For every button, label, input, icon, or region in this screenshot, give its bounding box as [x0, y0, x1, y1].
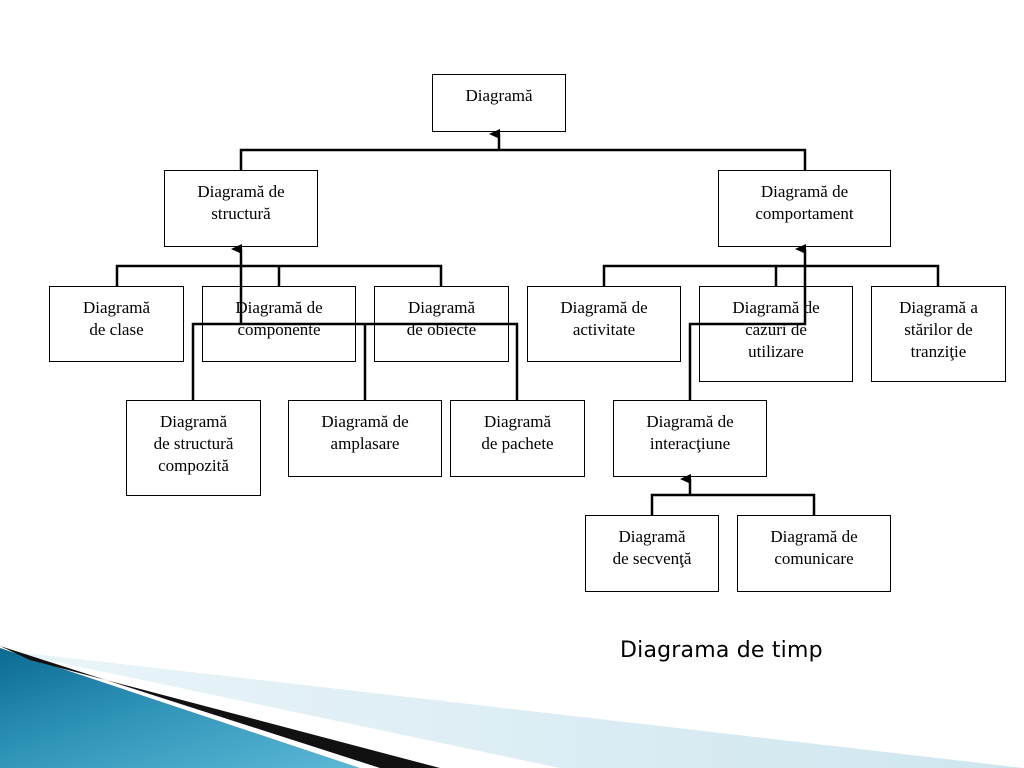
- node-interaction-diagram: Diagramă de interacţiune: [613, 400, 767, 477]
- node-diagram: Diagramă: [432, 74, 566, 132]
- edge-inter-behav: [688, 266, 807, 400]
- node-component-diagram: Diagramă de componente: [202, 286, 356, 362]
- node-deployment-diagram: Diagramă de amplasare: [288, 400, 442, 477]
- node-object-diagram: Diagramă de obiecte: [374, 286, 509, 362]
- edge-struct-root: [239, 148, 807, 170]
- caption-text: Diagrama de timp: [620, 638, 823, 663]
- edge-act-behav: [602, 264, 940, 286]
- node-state-diagram: Diagramă a stărilor de tranziţie: [871, 286, 1006, 382]
- node-composite-structure-diagram: Diagramă de structură compozită: [126, 400, 261, 496]
- node-sequence-diagram: Diagramă de secvenţă: [585, 515, 719, 592]
- node-activity-diagram: Diagramă de activitate: [527, 286, 681, 362]
- node-behavior-diagram: Diagramă de comportament: [718, 170, 891, 247]
- decor-blue-wedge: [0, 648, 360, 768]
- node-structure-diagram: Diagramă de structură: [164, 170, 318, 247]
- decor-light-band: [0, 650, 1024, 768]
- node-package-diagram: Diagramă de pachete: [450, 400, 585, 477]
- node-use-case-diagram: Diagramă de cazuri de utilizare: [699, 286, 853, 382]
- edge-seq-inter: [650, 493, 816, 515]
- decorative-swoosh: [0, 646, 1024, 768]
- node-class-diagram: Diagramă de clase: [49, 286, 184, 362]
- node-communication-diagram: Diagramă de comunicare: [737, 515, 891, 592]
